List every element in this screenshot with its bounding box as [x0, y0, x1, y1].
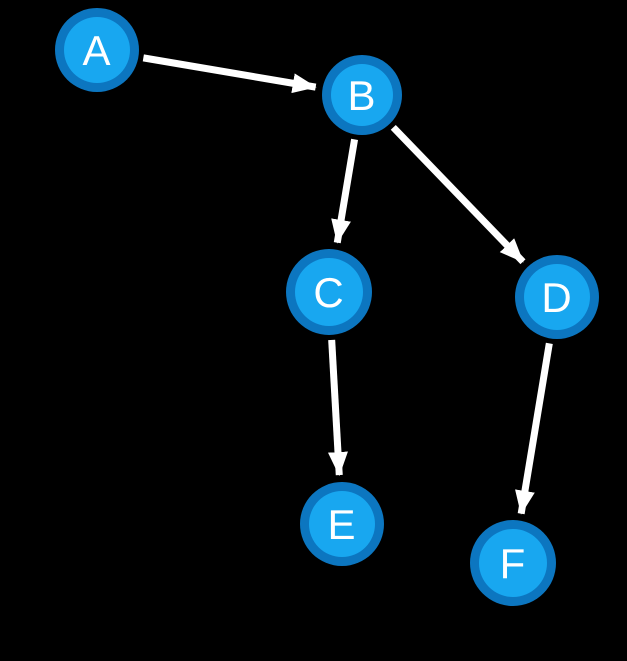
node-label: C	[313, 269, 344, 316]
node-label: F	[500, 540, 527, 587]
node-label: E	[327, 501, 356, 548]
node-body	[524, 264, 590, 330]
edge-B-C	[331, 138, 359, 244]
node-E[interactable]: E	[300, 482, 384, 566]
edge-A-B	[142, 54, 317, 94]
nodes-layer: A B C D E F	[55, 8, 599, 606]
edge-D-F	[515, 342, 553, 515]
edge-C-E	[327, 339, 348, 477]
node-body	[64, 17, 130, 83]
node-A[interactable]: A	[55, 8, 139, 92]
node-B[interactable]: B	[322, 55, 402, 135]
node-C[interactable]: C	[286, 249, 372, 335]
node-D[interactable]: D	[515, 255, 599, 339]
node-label: B	[347, 72, 376, 119]
node-F[interactable]: F	[470, 520, 556, 606]
node-body	[331, 64, 393, 126]
node-body	[309, 491, 375, 557]
node-body	[479, 529, 547, 597]
edge-B-D	[390, 124, 526, 265]
edges-layer	[142, 54, 553, 515]
node-label: A	[82, 27, 111, 74]
node-body	[295, 258, 363, 326]
node-label: D	[541, 274, 572, 321]
